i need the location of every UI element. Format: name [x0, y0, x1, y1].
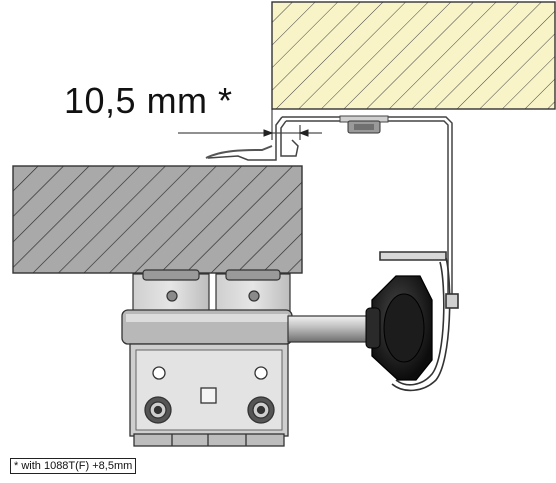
- bumper-head: [365, 275, 433, 381]
- catch-bracket: [379, 251, 459, 392]
- footnote: * with 1088T(F) +8,5mm: [10, 458, 137, 474]
- dimension-lines: [178, 109, 322, 140]
- hinge-base: [132, 269, 291, 313]
- hinge-screw-right: [247, 396, 275, 424]
- dimension-label: 10,5 mm *: [64, 80, 233, 121]
- cabinet-panel: [271, 1, 556, 110]
- cabinet-screw: [339, 115, 389, 134]
- hinge-body: [121, 309, 293, 447]
- door-panel: [12, 165, 303, 274]
- hinge-screw-left: [144, 396, 172, 424]
- bracket-clip: [205, 145, 273, 159]
- push-rod: [287, 315, 377, 343]
